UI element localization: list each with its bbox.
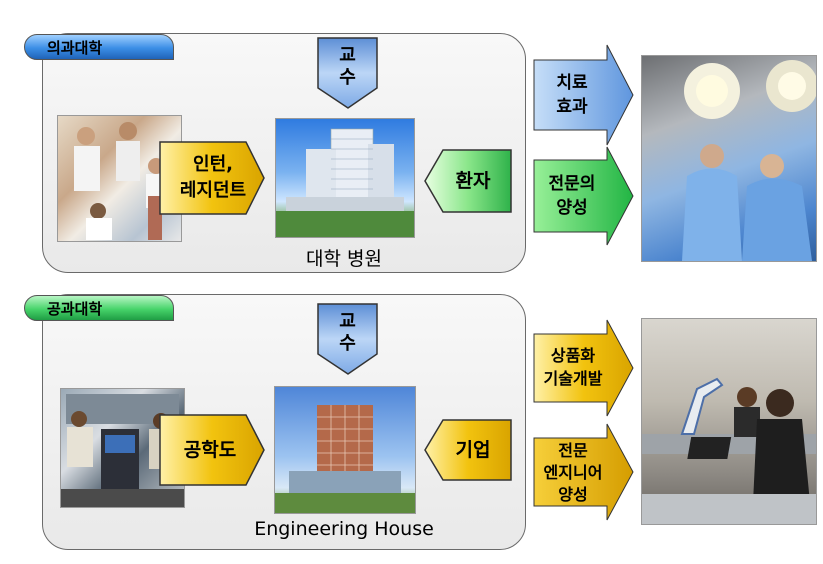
patient-arrow <box>424 149 512 213</box>
bottom-professor-label: 교 수 <box>318 311 377 355</box>
specialist-label: 전문의 양성 <box>534 172 610 220</box>
engineering-house-photo <box>274 386 416 514</box>
engineering-tab: 공과대학 <box>24 295 174 321</box>
treatment-arrow <box>533 44 634 146</box>
engineer-arrow <box>533 423 634 521</box>
bottom-professor-line1: 교 <box>339 311 356 332</box>
specialist-arrow <box>533 146 634 246</box>
commercialization-line2: 기술개발 <box>543 369 603 388</box>
bottom-professor-line2: 수 <box>339 333 356 354</box>
engineering-house-caption: Engineering House <box>254 518 434 540</box>
medical-tab-label: 의과대학 <box>47 39 103 57</box>
patient-label: 환자 <box>455 170 491 192</box>
commercialization-line1: 상품화 <box>550 346 596 365</box>
treatment-line2: 효과 <box>556 97 588 117</box>
commercialization-label: 상품화 기술개발 <box>534 344 612 390</box>
treatment-label: 치료 효과 <box>534 71 610 119</box>
commercialization-arrow <box>533 319 634 417</box>
engineer-label: 전문 엔지니어 양성 <box>534 440 612 506</box>
robot-engineer-photo <box>641 318 817 525</box>
medical-tab: 의과대학 <box>24 34 174 60</box>
top-professor-label: 교 수 <box>318 45 377 89</box>
intern-line2: 레지던트 <box>179 180 247 201</box>
company-label: 기업 <box>455 439 491 461</box>
surgery-photo <box>641 55 817 262</box>
specialist-line1: 전문의 <box>548 174 596 194</box>
engineer-line2: 엔지니어 <box>543 463 603 482</box>
top-professor-line1: 교 <box>339 45 356 66</box>
engineer-line3: 양성 <box>558 485 588 504</box>
intern-arrow <box>159 141 265 215</box>
intern-line1: 인턴, <box>193 154 233 175</box>
engineering-tab-label: 공과대학 <box>47 300 103 318</box>
top-professor-line2: 수 <box>339 67 356 88</box>
bottom-professor-arrow <box>317 303 378 375</box>
intern-label: 인턴, 레지던트 <box>170 152 256 204</box>
hospital-photo <box>275 118 415 238</box>
apprentice-arrow <box>159 414 265 486</box>
hospital-caption: 대학 병원 <box>306 248 382 270</box>
engineer-line1: 전문 <box>558 441 588 460</box>
specialist-line2: 양성 <box>556 198 588 218</box>
company-arrow <box>424 419 512 481</box>
treatment-line1: 치료 <box>556 73 588 93</box>
apprentice-label: 공학도 <box>183 439 237 461</box>
top-professor-arrow <box>317 37 378 109</box>
